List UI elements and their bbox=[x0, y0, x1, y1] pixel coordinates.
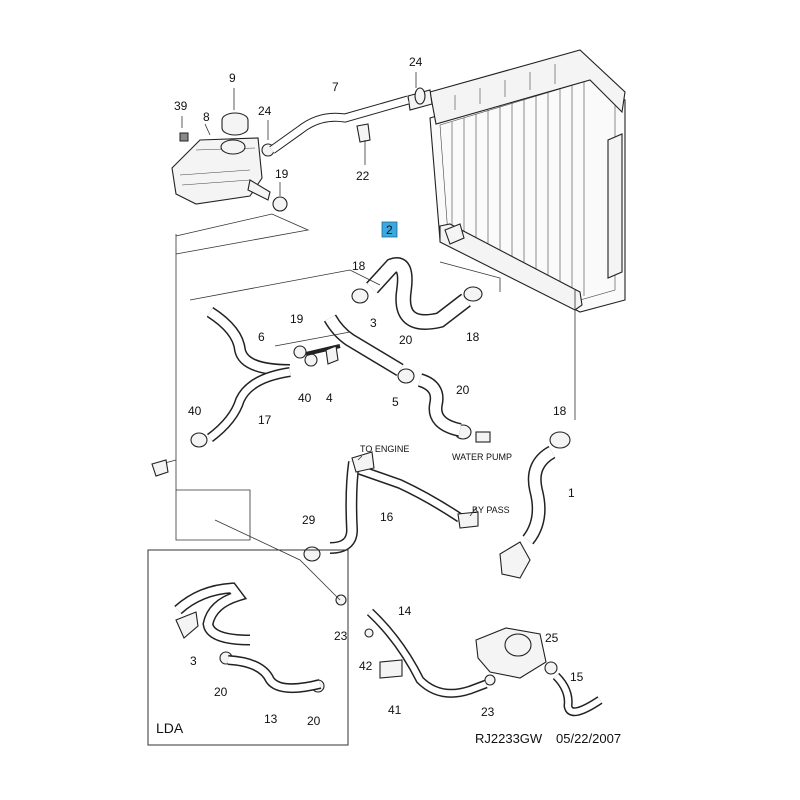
to-engine-label: TO ENGINE bbox=[360, 444, 409, 454]
part-label-20-d: 20 bbox=[307, 714, 321, 728]
water-pump-label: WATER PUMP bbox=[452, 452, 512, 462]
part-label-9: 9 bbox=[229, 71, 236, 85]
part-label-20-c: 20 bbox=[214, 685, 228, 699]
part-label-7: 7 bbox=[332, 80, 339, 94]
part-label-41: 41 bbox=[388, 703, 402, 717]
part-label-18-a: 18 bbox=[352, 259, 366, 273]
part-label-19-a: 19 bbox=[275, 167, 289, 181]
part-label-3-lda: 3 bbox=[190, 654, 197, 668]
part-label-23-a: 23 bbox=[334, 629, 348, 643]
part-label-6: 6 bbox=[258, 330, 265, 344]
part-label-4: 4 bbox=[326, 391, 333, 405]
part-label-19-b: 19 bbox=[290, 312, 304, 326]
part-label-5: 5 bbox=[392, 395, 399, 409]
part-label-23-b: 23 bbox=[481, 705, 495, 719]
part-label-1: 1 bbox=[568, 486, 575, 500]
diagram-date: 05/22/2007 bbox=[556, 731, 621, 746]
part-label-13: 13 bbox=[264, 712, 278, 726]
part-label-3: 3 bbox=[370, 316, 377, 330]
part-label-20-a: 20 bbox=[399, 333, 413, 347]
part-label-14: 14 bbox=[398, 604, 412, 618]
part-label-29: 29 bbox=[302, 513, 316, 527]
part-label-16: 16 bbox=[380, 510, 394, 524]
clamps bbox=[179, 87, 571, 693]
part-labels: 1 2 3 3 4 5 6 7 8 9 13 14 15 16 17 18 18… bbox=[174, 55, 584, 728]
part-label-40-a: 40 bbox=[188, 404, 202, 418]
lda-inset: LDA bbox=[147, 549, 349, 746]
radiator bbox=[407, 49, 626, 313]
part-label-18-c: 18 bbox=[553, 404, 567, 418]
part-label-25: 25 bbox=[545, 631, 559, 645]
part-label-17: 17 bbox=[258, 413, 272, 427]
lda-label: LDA bbox=[156, 720, 184, 736]
part-label-15: 15 bbox=[570, 670, 584, 684]
part-label-20-b: 20 bbox=[456, 383, 470, 397]
part-label-39: 39 bbox=[174, 99, 188, 113]
expansion-tank bbox=[171, 112, 271, 205]
part-label-42: 42 bbox=[359, 659, 373, 673]
part-label-22: 22 bbox=[356, 169, 370, 183]
part-label-24-b: 24 bbox=[258, 104, 272, 118]
part-label-24-a: 24 bbox=[409, 55, 423, 69]
diagram-code: RJ2233GW bbox=[475, 731, 543, 746]
hose-14 bbox=[366, 608, 488, 698]
part-label-2: 2 bbox=[386, 223, 393, 237]
part-label-18-b: 18 bbox=[466, 330, 480, 344]
highlight-box-part-2 bbox=[381, 221, 398, 238]
part-label-40-b: 40 bbox=[298, 391, 312, 405]
part-label-8: 8 bbox=[203, 110, 210, 124]
by-pass-label: BY PASS bbox=[472, 505, 510, 515]
